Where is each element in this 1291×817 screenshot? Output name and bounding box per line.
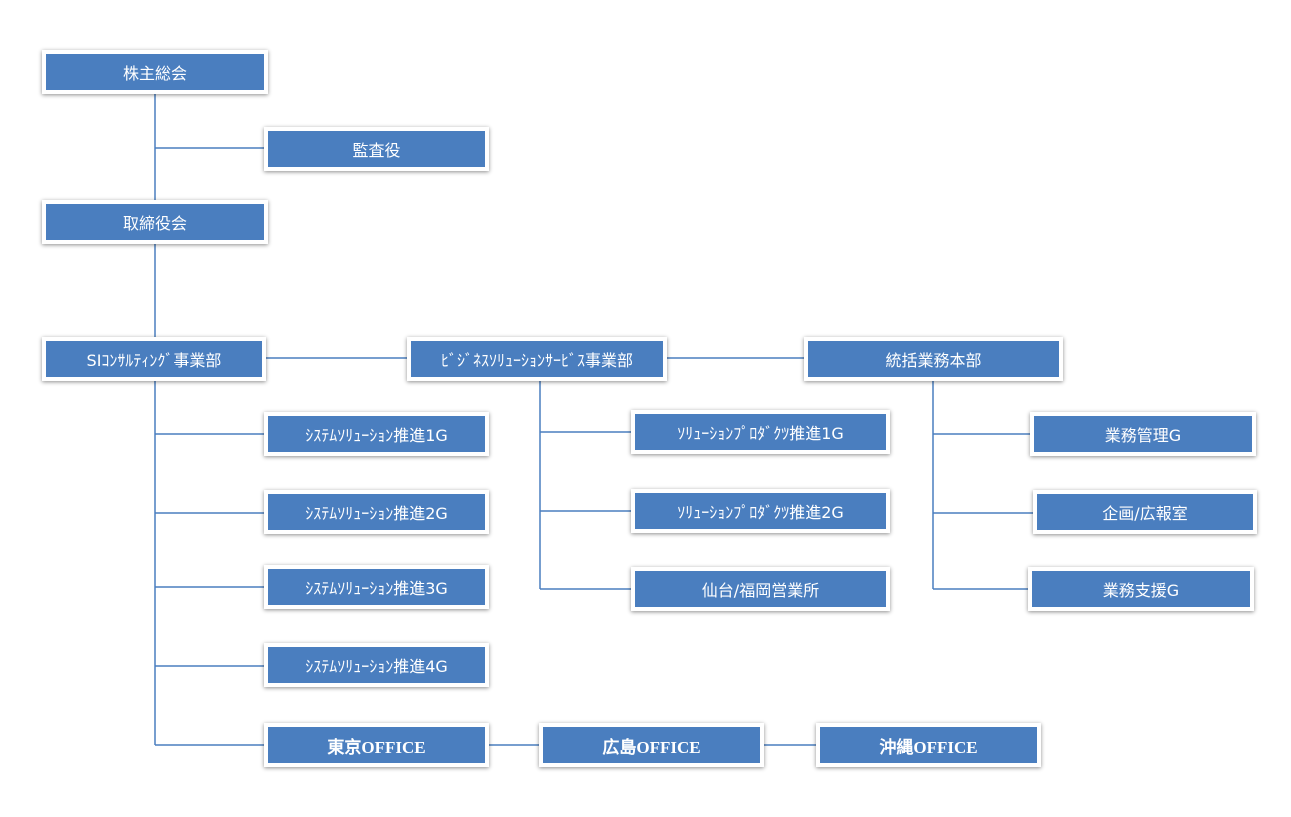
node-biz-support-g: 業務支援G [1028, 567, 1254, 611]
node-sys-sol-3g: ｼｽﾃﾑｿﾘｭｰｼｮﾝ推進3G [264, 565, 489, 609]
node-shareholders: 株主総会 [42, 50, 268, 94]
node-sendai-fukuoka: 仙台/福岡営業所 [631, 567, 890, 611]
node-planning-pr: 企画/広報室 [1033, 490, 1257, 534]
node-okinawa-office: 沖縄OFFICE [816, 723, 1041, 767]
node-biz-mgmt-g: 業務管理G [1030, 412, 1256, 456]
node-hiroshima-office: 広島OFFICE [539, 723, 764, 767]
node-business-solution: ﾋﾞｼﾞﾈｽｿﾘｭｰｼｮﾝｻｰﾋﾞｽ事業部 [407, 337, 667, 381]
node-sys-sol-2g: ｼｽﾃﾑｿﾘｭｰｼｮﾝ推進2G [264, 490, 489, 534]
node-sol-prod-1g: ｿﾘｭｰｼｮﾝﾌﾟﾛﾀﾞｸﾂ推進1G [631, 410, 890, 454]
node-sys-sol-4g: ｼｽﾃﾑｿﾘｭｰｼｮﾝ推進4G [264, 643, 489, 687]
node-sol-prod-2g: ｿﾘｭｰｼｮﾝﾌﾟﾛﾀﾞｸﾂ推進2G [631, 489, 890, 533]
node-sys-sol-1g: ｼｽﾃﾑｿﾘｭｰｼｮﾝ推進1G [264, 412, 489, 456]
node-tokyo-office: 東京OFFICE [264, 723, 489, 767]
node-board: 取締役会 [42, 200, 268, 244]
node-general-affairs: 統括業務本部 [804, 337, 1063, 381]
node-auditor: 監査役 [264, 127, 489, 171]
node-si-consulting: SIｺﾝｻﾙﾃｨﾝｸﾞ事業部 [42, 337, 266, 381]
